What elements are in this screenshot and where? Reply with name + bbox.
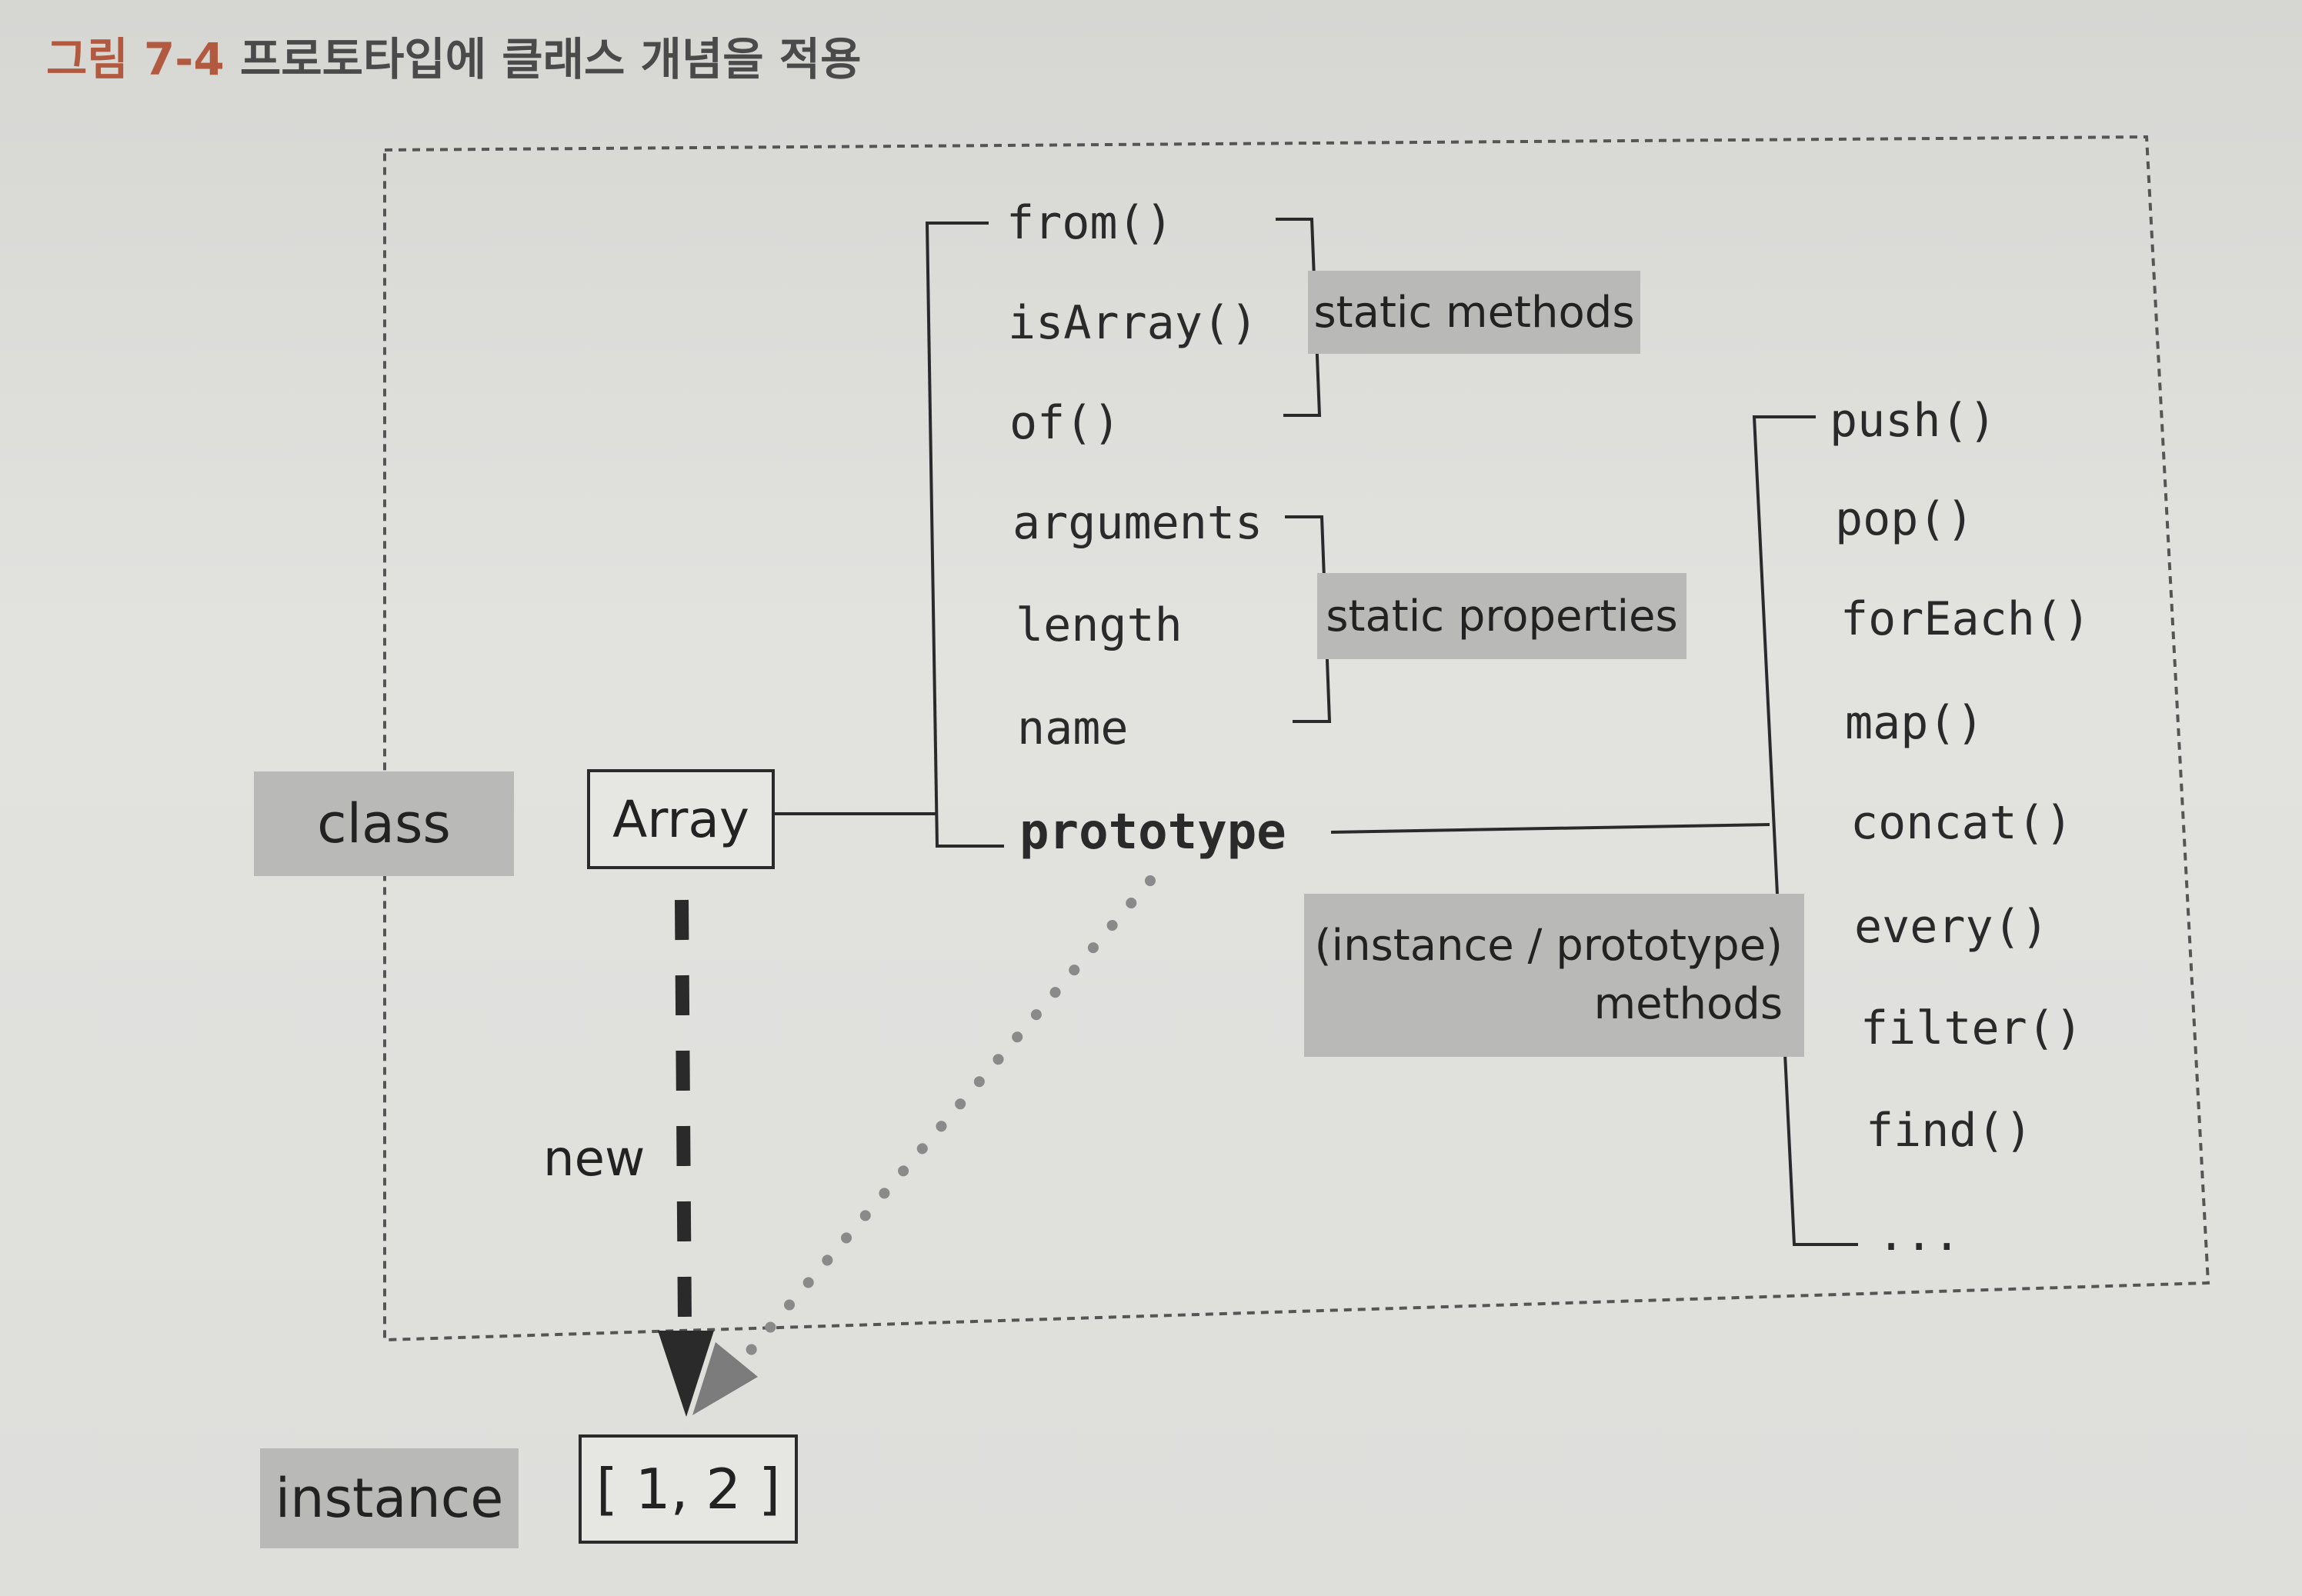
prototype-method-item: every() (1854, 900, 2049, 954)
static-methods-tag: static methods (1308, 271, 1640, 354)
prototype-method-item: filter() (1860, 1001, 2083, 1055)
class-tag: class (254, 771, 514, 876)
instance-value: [ 1, 2 ] (596, 1457, 781, 1521)
new-label: new (543, 1131, 646, 1188)
prototype-method-item: map() (1845, 696, 1984, 750)
static-method-item: isArray() (1008, 296, 1259, 350)
static-property-item: arguments (1013, 496, 1263, 550)
static-properties-tag: static properties (1317, 573, 1686, 659)
new-arrow-head (658, 1331, 714, 1417)
static-method-item: of() (1009, 396, 1121, 450)
prototype-methods-bracket (1752, 415, 1858, 1246)
figure-number: 그림 7-4 (46, 33, 225, 85)
prototype-method-item: find() (1866, 1104, 2033, 1158)
instance-label: instance (275, 1467, 504, 1530)
prototype-link-head (692, 1342, 758, 1415)
prototype-method-item: push() (1830, 394, 1997, 448)
prototype-link-line (729, 875, 1156, 1374)
static-properties-label: static properties (1326, 591, 1678, 641)
prototype-methods-tag-line1: (instance / prototype) (1314, 921, 1783, 971)
prototype-label: prototype (1019, 804, 1286, 861)
class-label: class (317, 792, 451, 855)
new-arrow-shaft (675, 899, 692, 1324)
prototype-method-item: forEach() (1840, 592, 2091, 646)
class-frame (383, 135, 2210, 1342)
instance-box: [ 1, 2 ] (579, 1434, 798, 1544)
prototype-connector (1330, 823, 1770, 834)
prototype-method-item: pop() (1835, 492, 1974, 546)
static-property-item: name (1017, 701, 1129, 755)
array-class-label: Array (612, 789, 749, 849)
prototype-methods-tag: (instance / prototype) methods (1304, 894, 1804, 1057)
prototype-method-item: ... (1877, 1208, 1961, 1261)
static-method-item: from() (1006, 196, 1173, 250)
static-property-item: length (1016, 598, 1183, 652)
figure-caption: 그림 7-4 프로토타입에 클래스 개념을 적용 (46, 23, 862, 88)
main-bracket (925, 222, 1004, 848)
instance-tag: instance (260, 1448, 519, 1548)
static-methods-label: static methods (1313, 287, 1635, 338)
figure-title: 프로토타입에 클래스 개념을 적용 (239, 33, 862, 85)
prototype-method-item: concat() (1850, 796, 2073, 850)
prototype-methods-tag-line2: methods (1593, 979, 1783, 1029)
array-class-box: Array (587, 769, 775, 869)
